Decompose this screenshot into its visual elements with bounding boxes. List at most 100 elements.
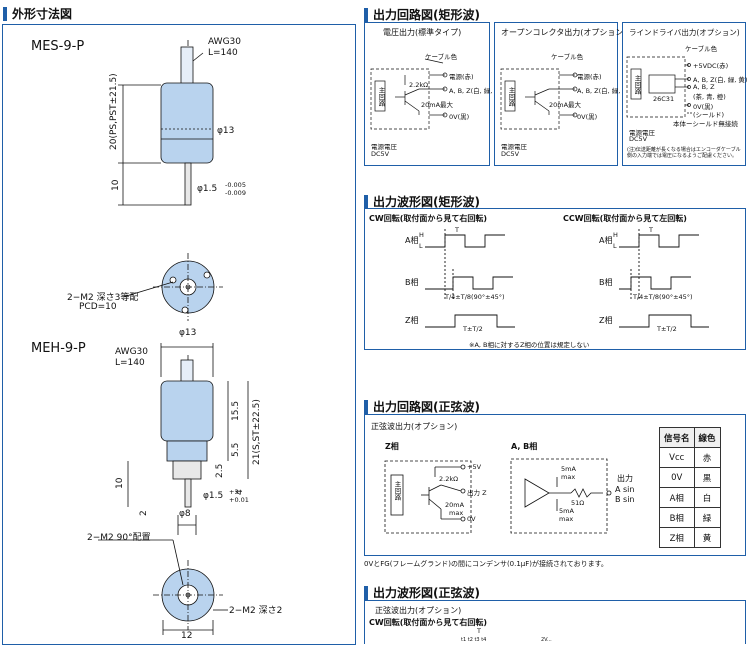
title-bar-marker: [364, 194, 368, 209]
sine-wave-cw: CW回転(取付面から見て右回転): [369, 618, 488, 627]
sine-5ma-b: 5mA: [559, 507, 574, 515]
ld-circuit-diagram: [626, 56, 693, 118]
box-note: (注)伝送距離が長くなる場合はエンコーダケーブル側の入力端では電圧になるようご配…: [627, 147, 741, 159]
sine-asin: A sin: [615, 485, 635, 494]
box-l2: A, B, Z(白, 緑, 黄): [449, 87, 504, 95]
mes-shaft-dia: φ1.5: [197, 184, 218, 194]
title-bar-marker: [3, 6, 7, 21]
wave-note: ※A, B相に対するZ相の位置は規定しない: [469, 341, 590, 349]
box-main: 主回路: [507, 87, 515, 107]
table-cell: 緑: [693, 507, 721, 528]
table-cell: A相: [659, 487, 695, 508]
box-main: 主回路: [633, 75, 641, 95]
box-res: 2.2kΩ: [409, 81, 429, 89]
sine-51: 51Ω: [571, 499, 585, 507]
table-header-row: 信号名 線色: [659, 427, 721, 448]
box-v2: DC5V: [501, 150, 520, 158]
meh-shaft-dia: φ1.5: [203, 491, 224, 501]
box-title: ラインドライバ出力(オプション): [629, 28, 740, 37]
sine-circuit-title-text: 出力回路図(正弦波): [373, 400, 480, 414]
meh-dia-top: φ13: [179, 328, 197, 338]
meh-width-12: 12: [181, 631, 193, 641]
sine-main: 主回路: [393, 481, 401, 501]
box-main: 主回路: [377, 87, 385, 107]
box-l2: A, B, Z(白, 緑, 黄): [693, 76, 748, 84]
mes-body: [160, 82, 214, 164]
sine-max: max: [449, 509, 464, 517]
meh-shaft: [184, 478, 192, 508]
ccw-t: T: [649, 226, 653, 234]
mes-tol-up: -0.005: [225, 181, 246, 189]
box-cable: ケーブル色: [685, 45, 718, 53]
sine-out: 出力: [617, 474, 633, 483]
rect-circuit-title-text: 出力回路図(矩形波): [373, 8, 480, 22]
sine-5ma-a: 5mA: [561, 465, 576, 473]
box-v1: 電源電圧: [371, 143, 397, 151]
rect-wave-panel: CW回転(取付面から見て右回転) CCW回転(取付面から見て左回転) A相 B相…: [364, 208, 746, 350]
sine-wave-t: T: [477, 627, 481, 635]
box-l1: +5VDC(赤): [693, 62, 729, 70]
box-l6: (シールド): [693, 111, 725, 119]
sine-5v: +5V: [467, 463, 482, 471]
cw-l: L: [419, 242, 423, 250]
table-cell: 黄: [693, 527, 721, 548]
mes-pcd: PCD=10: [79, 302, 117, 312]
cw-h: H: [419, 231, 424, 239]
cw-t: T: [455, 226, 459, 234]
mes-length: L=140: [208, 48, 238, 58]
sine-ma: 20mA: [445, 501, 465, 509]
table-header: 信号名: [659, 427, 695, 448]
table-cell: 白: [693, 487, 721, 508]
table-cell: 0V: [659, 467, 695, 488]
sine-max-b: max: [559, 515, 574, 523]
sine-circuit-panel: 正弦波出力(オプション) Z相 A, B相 +5V 2.2kΩ 出力 Z 20: [364, 414, 746, 556]
meh-tol-up: +3: [229, 488, 239, 496]
box-ic: 26C31: [653, 95, 675, 103]
sine-max-a: max: [561, 473, 576, 481]
dimension-drawing-panel: MES-9-P AWG30 L=140 φ13 20(PS,PST±21.5) …: [2, 24, 356, 645]
meh-dia-8: φ8: [179, 509, 191, 519]
box-l4: 0V(黒): [449, 113, 470, 121]
cw-b-wave: [425, 276, 513, 290]
meh-dim-10: 10: [115, 477, 125, 489]
ccw-a-wave: [619, 234, 699, 248]
circuit-box-line-driver: ラインドライバ出力(オプション) ケーブル色 +5VDC(赤) A, B, Z(…: [622, 22, 748, 166]
cw-a-wave: [425, 234, 505, 248]
box-l1: 電源(赤): [577, 73, 602, 81]
meh-holes-b: 2−M2 深さ2: [229, 606, 283, 616]
table-cell: B相: [659, 507, 695, 528]
box-l4: 0V(黒): [577, 113, 598, 121]
mes-dim-shaft: 10: [111, 179, 121, 191]
title-bar-marker: [364, 585, 368, 600]
title-bar-marker: [364, 7, 368, 22]
rect-wave-title-text: 出力波形図(矩形波): [373, 195, 480, 209]
cw-zt: T±T/2: [463, 325, 483, 333]
box-l4: (茶, 青, 橙): [693, 93, 726, 101]
ccw-label: CCW回転(取付面から見て左回転): [563, 214, 687, 223]
mes-cable: [180, 46, 194, 86]
meh-dim-55: 5.5: [231, 442, 241, 457]
rect-waveforms: [425, 229, 709, 328]
ccw-b-wave: [619, 276, 691, 290]
cw-z-label: Z相: [405, 316, 419, 325]
sine-wave-hint: 2V...: [541, 637, 552, 643]
sine-circuit-diagram: [384, 458, 612, 534]
meh-length: L=140: [115, 358, 145, 368]
rect-wave-title: 出力波形図(矩形波): [364, 193, 480, 210]
box-l3: A, B, Z: [693, 83, 715, 91]
box-v1: 電源電圧: [629, 129, 655, 137]
mes-awg: AWG30: [208, 37, 241, 47]
ccw-z-wave: [619, 314, 709, 328]
mes-dim-body: 20(PS,PST±21.5): [109, 73, 119, 150]
left-section-title: 外形寸法図: [3, 5, 72, 22]
voltage-circuit-diagram: [370, 58, 448, 130]
circuit-box-open-collector: オープンコレクタ出力(オプション) ケーブル色 電源(赤) A, B, Z(白,…: [494, 22, 631, 166]
ccw-h: H: [613, 231, 618, 239]
sine-z-label: Z相: [385, 442, 399, 451]
meh-tol-low: +0.01: [229, 496, 249, 504]
box-l3: 20mA最大: [549, 101, 582, 109]
rect-circuit-title: 出力回路図(矩形波): [364, 6, 480, 23]
table-cell: Z相: [659, 527, 695, 548]
